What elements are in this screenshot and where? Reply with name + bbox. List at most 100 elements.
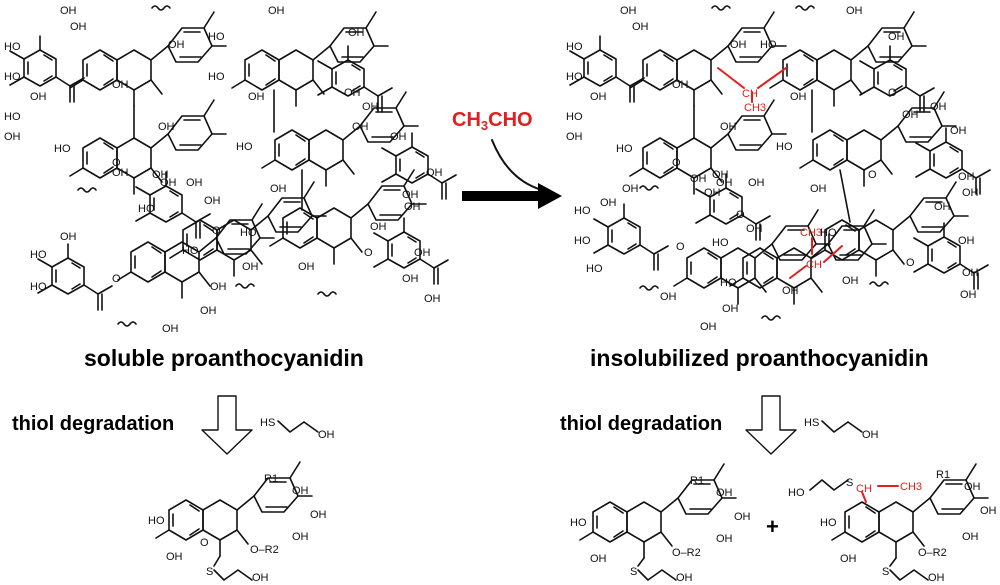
atom-label-s: S xyxy=(846,477,853,489)
atom-label-oh: OH xyxy=(746,223,763,235)
atom-label-oh: OH xyxy=(200,305,217,317)
atom-label-oh: OH xyxy=(566,131,583,143)
open-arrow-left xyxy=(201,395,253,455)
atom-label-hs: HS xyxy=(804,417,819,429)
atom-label-r1: R1 xyxy=(264,473,278,485)
atom-label-oh: OH xyxy=(934,201,951,213)
atom-label-oh: OH xyxy=(888,31,905,43)
atom-label-oh: OH xyxy=(168,39,185,51)
atom-label-oh: OH xyxy=(402,189,419,201)
soluble-title: soluble proanthocyanidin xyxy=(84,345,364,371)
atom-label-oh: OH xyxy=(270,183,287,195)
atom-label-ho: HO xyxy=(616,143,633,155)
atom-label-s: S xyxy=(630,566,637,578)
atom-label-o: O xyxy=(112,273,121,285)
atom-label-oh: OH xyxy=(748,177,765,189)
atom-label-ho: HO xyxy=(566,71,583,83)
open-arrow-right xyxy=(745,395,797,455)
atom-label-ho: HO xyxy=(820,227,837,239)
atom-label-o: O xyxy=(200,537,209,549)
atom-label-ho: HO xyxy=(30,281,47,293)
atom-label-oh: OH xyxy=(344,87,361,99)
atom-label-oh: OH xyxy=(964,481,981,493)
atom-label-oh: OH xyxy=(362,101,379,113)
atom-label-oh: OH xyxy=(632,21,649,33)
atom-label-oh: OH xyxy=(782,285,799,297)
atom-label-ho: HO xyxy=(720,277,737,289)
atom-label-oh: OH xyxy=(404,201,421,213)
atom-label-oh: OH xyxy=(310,509,327,521)
atom-label-oh: OH xyxy=(210,281,227,293)
atom-label-oh: OH xyxy=(590,553,607,565)
atom-label-oh: OH xyxy=(590,91,607,103)
atom-label-ho: HO xyxy=(712,237,729,249)
atom-label-ho: HO xyxy=(586,263,603,275)
atom-label-oh: OH xyxy=(840,553,857,565)
atom-label-oh: OH xyxy=(292,485,309,497)
atom-label-or2: O–R2 xyxy=(672,547,701,559)
atom-label-ho: HO xyxy=(208,31,225,43)
atom-label-oh: OH xyxy=(622,183,639,195)
atom-label-oh: OH xyxy=(112,79,129,91)
atom-label-oh: OH xyxy=(318,429,335,441)
atom-label-ch: CH xyxy=(742,88,758,100)
soluble-atom-labels: OH OH HO HO OH OH OH HO OH OH OH OH HO O… xyxy=(4,5,443,335)
atom-label-o: O xyxy=(868,169,877,181)
atom-label-o: O xyxy=(888,87,897,99)
soluble-structure xyxy=(9,5,457,327)
reagent-label: CH3CHO xyxy=(452,109,533,133)
atom-label-oh: OH xyxy=(424,293,441,305)
atom-label-ho: HO xyxy=(30,249,47,261)
plus-sign: + xyxy=(766,514,779,539)
atom-label-oh: OH xyxy=(268,5,285,17)
atom-label-s: S xyxy=(882,566,889,578)
atom-label-ch: CH xyxy=(806,259,822,271)
atom-label-oh: OH xyxy=(186,177,203,189)
atom-label-o: O xyxy=(906,257,915,269)
atom-label-oh: OH xyxy=(810,183,827,195)
atom-label-ho: HO xyxy=(240,227,257,239)
atom-label-ho: HO xyxy=(760,39,777,51)
atom-label-oh: OH xyxy=(962,267,979,279)
step-label-left: thiol degradation xyxy=(12,413,174,435)
atom-label-oh: OH xyxy=(248,91,265,103)
atom-label-ho: HO xyxy=(148,515,165,527)
atom-label-oh: OH xyxy=(426,167,443,179)
atom-label-oh: OH xyxy=(292,531,309,543)
atom-label-ho: HO xyxy=(788,487,805,499)
atom-label-ch: CH xyxy=(856,483,872,495)
atom-label-oh: OH xyxy=(390,131,407,143)
product-right-1: R1 OH OH OH HO OH O–R2 S OH xyxy=(570,463,751,584)
atom-label-oh: OH xyxy=(402,273,419,285)
atom-label-o: O xyxy=(112,157,121,169)
thiol-reagent-right: HS OH xyxy=(804,417,879,441)
atom-label-oh: OH xyxy=(60,231,77,243)
atom-label-o: O xyxy=(736,209,745,221)
atom-label-oh: OH xyxy=(930,101,947,113)
atom-label-oh: OH xyxy=(620,5,637,17)
atom-label-oh: OH xyxy=(846,5,863,17)
atom-label-oh: OH xyxy=(676,572,693,584)
atom-label-oh: OH xyxy=(980,505,997,517)
atom-label-oh: OH xyxy=(716,177,733,189)
atom-label-ho: HO xyxy=(574,235,591,247)
atom-label-or2: O–R2 xyxy=(250,544,279,556)
atom-label-oh: OH xyxy=(352,121,369,133)
atom-label-oh: OH xyxy=(166,551,183,563)
atom-label-o: O xyxy=(364,247,373,259)
atom-label-ho: HO xyxy=(574,205,591,217)
atom-label-oh: OH xyxy=(158,121,175,133)
atom-label-oh: OH xyxy=(370,221,387,233)
atom-label-ho: HO xyxy=(566,111,583,123)
atom-label-oh: OH xyxy=(958,171,975,183)
atom-label-oh: OH xyxy=(790,91,807,103)
atom-label-or2: O–R2 xyxy=(918,547,947,559)
atom-label-oh: OH xyxy=(842,275,859,287)
atom-label-ho: HO xyxy=(138,203,155,215)
atom-label-oh: OH xyxy=(690,173,707,185)
atom-label-oh: OH xyxy=(700,321,717,333)
atom-label-oh: OH xyxy=(348,27,365,39)
atom-label-oh: OH xyxy=(704,187,721,199)
